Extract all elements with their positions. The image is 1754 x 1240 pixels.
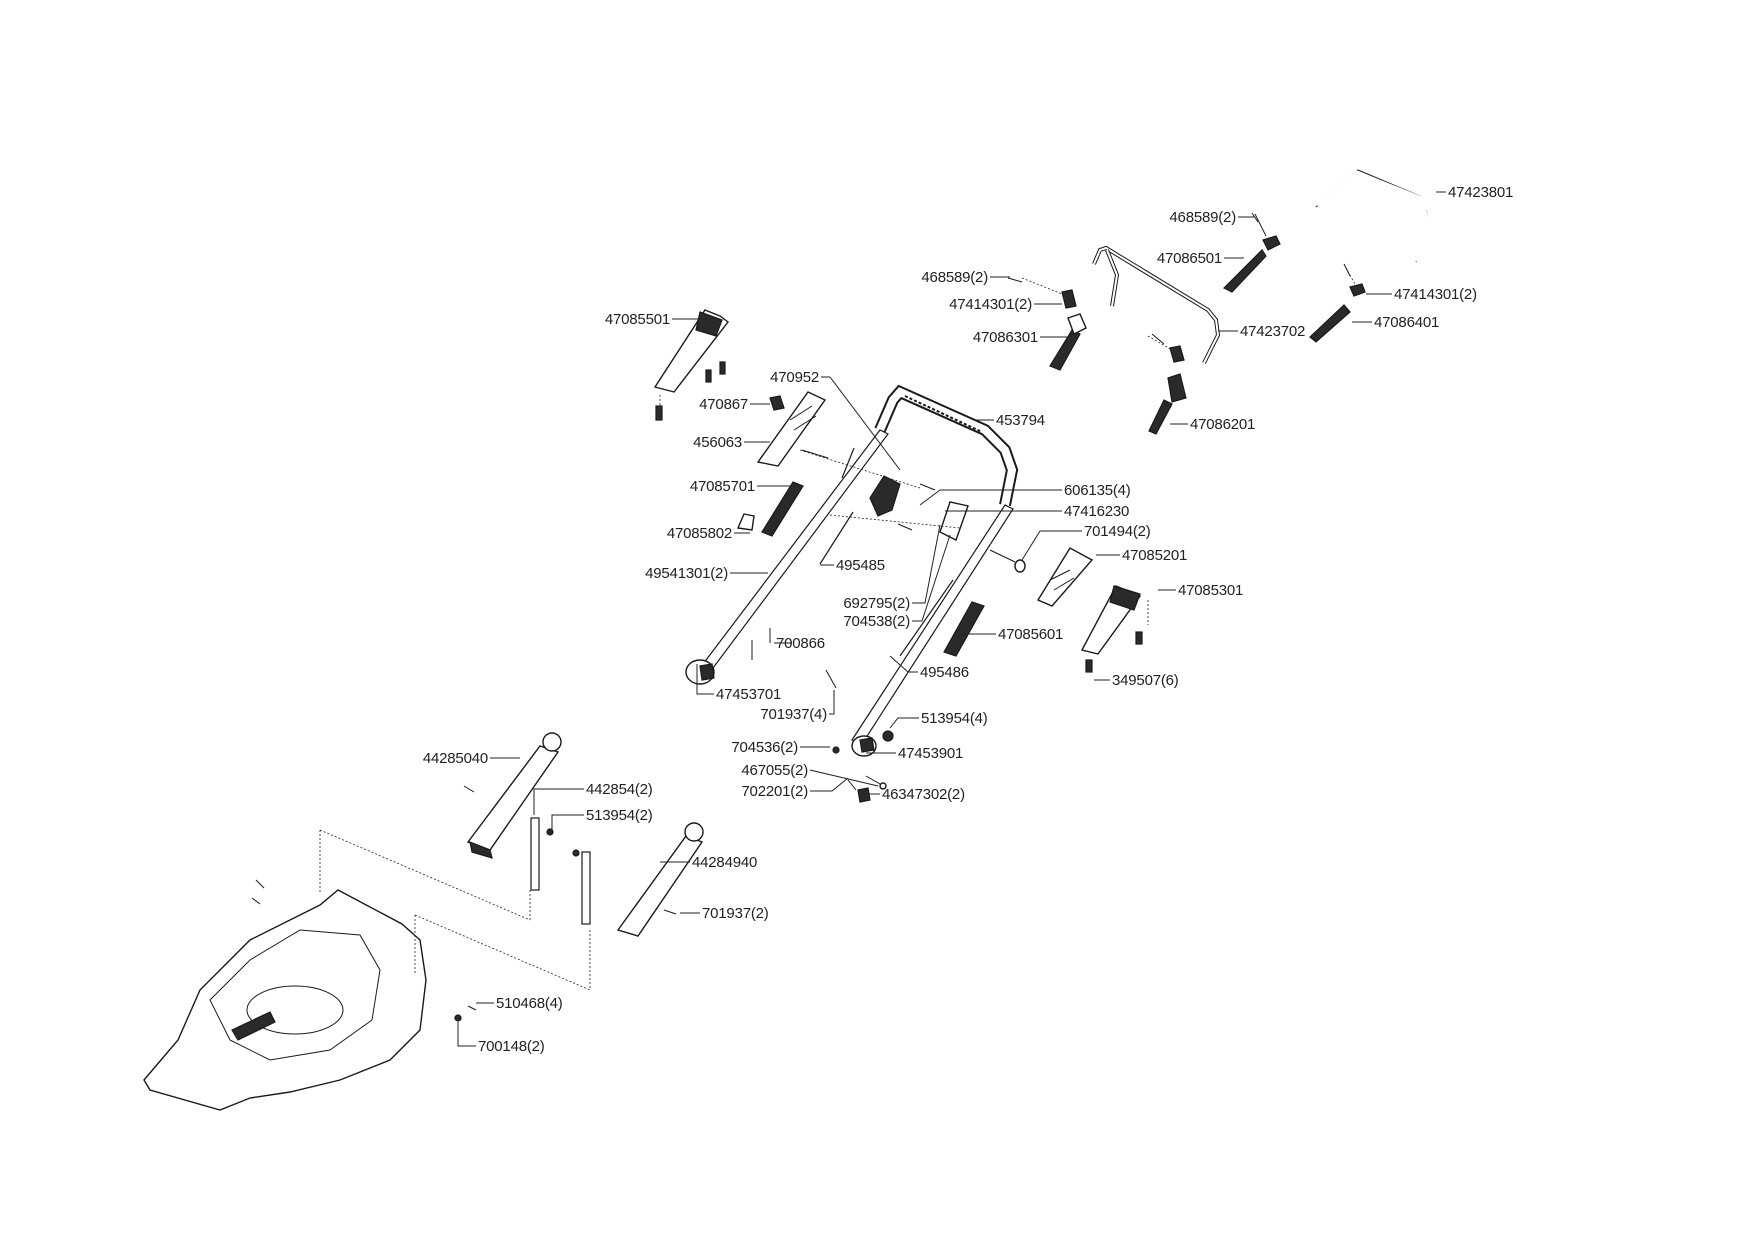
label-701937-two[interactable]: 701937(2) [702, 905, 769, 922]
label-606135[interactable]: 606135(4) [1064, 482, 1131, 499]
lower-handle-right [851, 504, 1014, 757]
bracket-47085301 [1080, 585, 1149, 673]
label-701937-four[interactable]: 701937(4) [760, 706, 827, 723]
label-513954-two[interactable]: 513954(2) [586, 807, 653, 824]
label-47085301[interactable]: 47085301 [1178, 582, 1243, 599]
label-468589-top-left[interactable]: 468589(2) [921, 269, 988, 286]
part-labels: 47423801 468589(2) 47086501 468589(2) 47… [423, 184, 1513, 1055]
label-704536[interactable]: 704536(2) [731, 739, 798, 756]
lever-47086301 [1021, 277, 1087, 371]
label-470952[interactable]: 470952 [770, 369, 819, 386]
bolt-701494 [989, 549, 1026, 573]
control-bracket [799, 449, 969, 541]
label-47085501[interactable]: 47085501 [605, 311, 670, 328]
control-bar [1092, 245, 1221, 364]
label-47416230[interactable]: 47416230 [1064, 503, 1129, 520]
lever-47086501 [1222, 213, 1281, 293]
top-handle-bar [1315, 169, 1434, 263]
label-44284940[interactable]: 44284940 [692, 854, 757, 871]
label-700866[interactable]: 700866 [776, 635, 825, 652]
label-47414301-right[interactable]: 47414301(2) [1394, 286, 1477, 303]
label-47085201[interactable]: 47085201 [1122, 547, 1187, 564]
upper-handle [874, 384, 1019, 507]
label-692795[interactable]: 692795(2) [843, 595, 910, 612]
label-470867[interactable]: 470867 [699, 396, 748, 413]
lever-47086201 [1147, 335, 1187, 435]
label-47086401[interactable]: 47086401 [1374, 314, 1439, 331]
mower-deck [143, 829, 591, 1111]
label-47086501[interactable]: 47086501 [1157, 250, 1222, 267]
label-701494[interactable]: 701494(2) [1084, 523, 1151, 540]
label-47423702[interactable]: 47423702 [1240, 323, 1305, 340]
label-513954-four[interactable]: 513954(4) [921, 710, 988, 727]
label-702201[interactable]: 702201(2) [741, 783, 808, 800]
leader-lines [457, 191, 1446, 1047]
fasteners [251, 212, 1351, 1022]
label-704538[interactable]: 704538(2) [843, 613, 910, 630]
label-44285040[interactable]: 44285040 [423, 750, 488, 767]
label-468589-top-right[interactable]: 468589(2) [1169, 209, 1236, 226]
knob-470867 [769, 395, 785, 411]
arm-44284940 [616, 822, 704, 937]
label-495486[interactable]: 495486 [920, 664, 969, 681]
label-453794[interactable]: 453794 [996, 412, 1045, 429]
label-46347302[interactable]: 46347302(2) [882, 786, 965, 803]
label-47085802[interactable]: 47085802 [667, 525, 732, 542]
label-47453901[interactable]: 47453901 [898, 745, 963, 762]
lower-handle-left [685, 429, 889, 685]
label-47414301-left[interactable]: 47414301(2) [949, 296, 1032, 313]
grip-47085601 [943, 601, 985, 657]
grip-47085701 [761, 481, 804, 537]
bracket-456063 [756, 391, 827, 467]
label-49541301[interactable]: 49541301(2) [645, 565, 728, 582]
bracket-47085201 [1036, 547, 1094, 607]
label-495485[interactable]: 495485 [836, 557, 885, 574]
label-467055[interactable]: 467055(2) [741, 762, 808, 779]
pin-442854 [530, 817, 591, 925]
label-456063[interactable]: 456063 [693, 434, 742, 451]
label-47453701[interactable]: 47453701 [716, 686, 781, 703]
label-47086201[interactable]: 47086201 [1190, 416, 1255, 433]
label-47085601[interactable]: 47085601 [998, 626, 1063, 643]
label-47086301[interactable]: 47086301 [973, 329, 1038, 346]
label-442854[interactable]: 442854(2) [586, 781, 653, 798]
part-drawings [143, 169, 1434, 1111]
arm-44285040 [466, 732, 562, 859]
label-700148[interactable]: 700148(2) [478, 1038, 545, 1055]
bracket-47085501 [653, 309, 729, 421]
label-510468[interactable]: 510468(4) [496, 995, 563, 1012]
label-349507[interactable]: 349507(6) [1112, 672, 1179, 689]
label-47423801[interactable]: 47423801 [1448, 184, 1513, 201]
lever-47086401 [1309, 267, 1366, 343]
label-47085701[interactable]: 47085701 [690, 478, 755, 495]
clip-47085802 [736, 513, 755, 531]
